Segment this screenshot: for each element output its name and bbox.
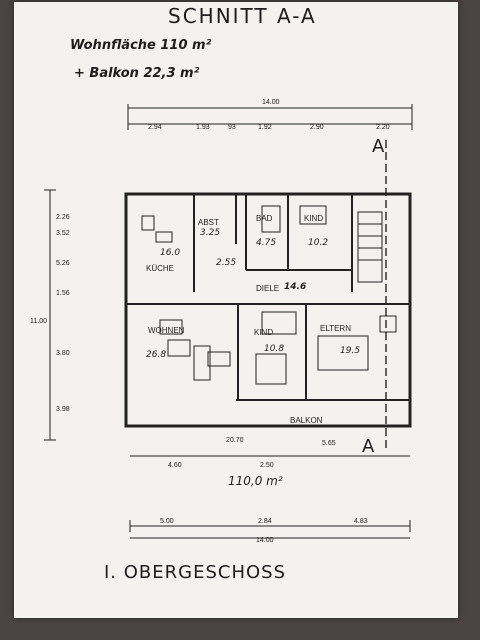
wohnen-area: 26.8 [146, 350, 167, 360]
eltern-area: 19.5 [340, 346, 361, 356]
section-title: SCHNITT A-A [168, 4, 317, 28]
dim-bottom-2: 2.50 [260, 462, 274, 469]
diele-area: 14.6 [284, 282, 307, 292]
dim-left-4: 1.56 [56, 290, 70, 297]
dim-bottom-seg-2: 2.84 [258, 518, 272, 525]
dim-top-4: 1.92 [258, 124, 272, 131]
dim-top-5: 2.90 [310, 124, 324, 131]
dim-top-2: 1.93 [196, 124, 210, 131]
section-mark-top: A [372, 136, 385, 157]
living-area-note: Wohnfläche 110 m² [70, 38, 212, 53]
dim-left-3: 5.26 [56, 260, 70, 267]
dim-bottom-seg-1: 5.00 [160, 518, 174, 525]
kind1-area: 10.2 [308, 238, 329, 248]
abst-label: ABST [198, 218, 219, 227]
dim-left-1: 2.26 [56, 214, 70, 221]
dim-bottom-1: 4.60 [168, 462, 182, 469]
balkon-label: BALKON [290, 416, 323, 425]
dim-bottom-total: 14.00 [256, 537, 274, 544]
floor-name: I. OBERGESCHOSS [104, 562, 287, 583]
total-area-label: 110,0 m² [228, 474, 283, 488]
kind1-label: KIND [304, 214, 324, 223]
wohnen-label: WOHNEN [148, 326, 185, 335]
kind2-label: KIND [254, 328, 274, 337]
kueche-label: KÜCHE [146, 264, 175, 273]
balcony-area-note: + Balkon 22,3 m² [74, 66, 200, 81]
dim-top-1: 2.94 [148, 124, 162, 131]
section-mark-bottom: A [362, 436, 375, 457]
dim-bottom-3: 5.65 [322, 440, 336, 447]
dim-top-total: 14.00 [262, 99, 280, 106]
abst-area: 3.25 [200, 228, 221, 238]
dim-bottom-4: 20.70 [226, 437, 244, 444]
dim-bottom-seg-3: 4.83 [354, 518, 368, 525]
bad-label: BAD [256, 214, 273, 223]
paper-sheet [14, 2, 458, 618]
dim-left-2: 3.52 [56, 230, 70, 237]
dim-top-6: 2.20 [376, 124, 390, 131]
kueche-area: 16.0 [160, 248, 181, 258]
flur-area: 2.55 [216, 258, 237, 268]
diele-label: DIELE [256, 284, 280, 293]
dim-top-3: 93 [228, 124, 236, 131]
kind2-area: 10.8 [264, 344, 285, 354]
dim-left-5: 11.00 [30, 318, 47, 325]
dim-left-7: 3.98 [56, 406, 70, 413]
eltern-label: ELTERN [320, 324, 351, 333]
dim-left-6: 3.80 [56, 350, 70, 357]
bad-area: 4.75 [256, 238, 277, 248]
